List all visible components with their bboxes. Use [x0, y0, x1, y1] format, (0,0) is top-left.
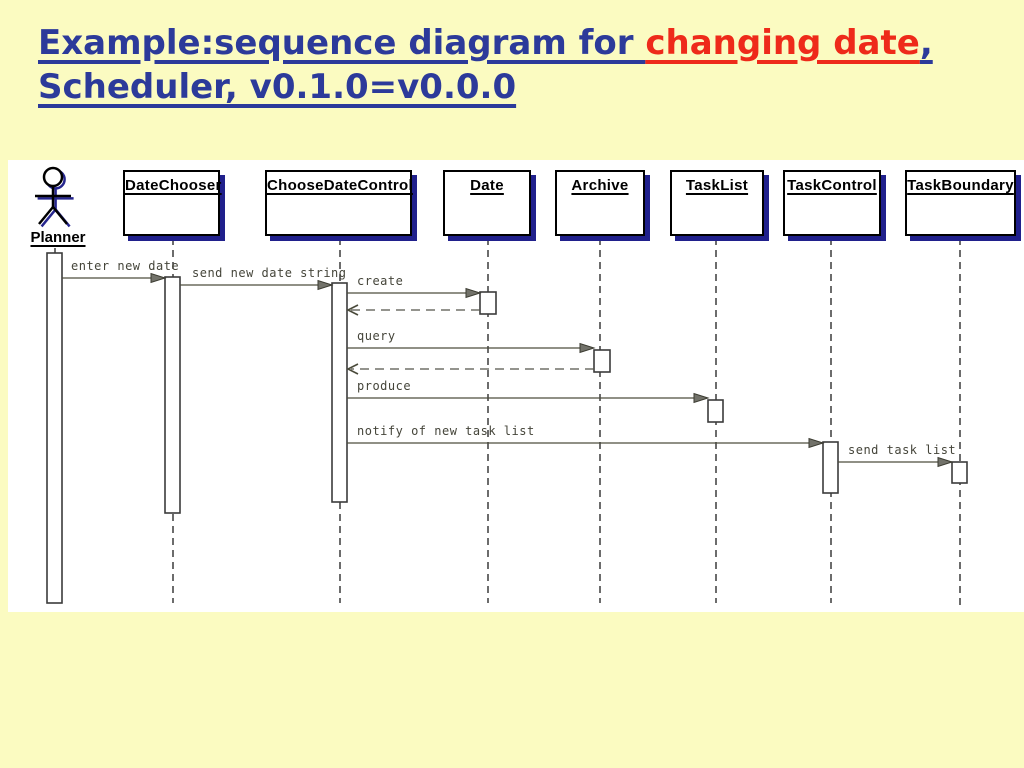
message-arrow-produce: [347, 392, 710, 404]
open-arrowhead-icon: [346, 363, 359, 375]
open-arrowhead-icon: [346, 304, 359, 316]
arrowhead-icon: [579, 342, 596, 354]
object-label: DateChooser: [125, 177, 222, 194]
message-label-produce: produce: [357, 379, 412, 393]
title-segment-blue-1: Example:sequence diagram for: [38, 23, 646, 63]
activation-choosedatecontrol: [331, 282, 348, 503]
message-arrows: [62, 272, 954, 468]
actor-label-planner: Planner: [30, 229, 86, 246]
message-label-create: create: [357, 274, 404, 288]
slide-title: Example:sequence diagram for changing da…: [38, 22, 1016, 109]
arrowhead-icon: [808, 437, 825, 449]
activation-taskboundary: [951, 461, 968, 484]
message-label-notify-of-new-task-list: notify of new task list: [357, 424, 535, 438]
message-arrow-send-new-date-string: [180, 279, 334, 291]
sequence-diagram-panel: DateChooser ChooseDateControl Date Archi…: [8, 160, 1024, 612]
activation-planner: [46, 252, 63, 604]
sequence-diagram-canvas: [35, 166, 968, 605]
object-label: TaskList: [685, 177, 749, 194]
object-label: Date: [470, 177, 504, 194]
object-label: TaskControl: [787, 177, 877, 194]
stick-figure-icon: [35, 166, 74, 228]
object-label: Archive: [571, 177, 629, 194]
object-box-tasklist: TaskList: [670, 170, 764, 236]
arrowhead-icon: [465, 287, 482, 299]
message-arrow-create: [347, 287, 482, 299]
message-label-send-task-list: send task list: [848, 443, 957, 457]
message-arrow-notify-of-new-task-list: [347, 437, 825, 449]
message-label-enter-new-date: enter new date: [71, 259, 180, 273]
object-box-taskcontrol: TaskControl: [783, 170, 881, 236]
title-segment-red: changing date: [645, 23, 920, 63]
object-box-date: Date: [443, 170, 531, 236]
object-box-archive: Archive: [555, 170, 645, 236]
activation-date: [479, 291, 497, 315]
arrowhead-icon: [150, 272, 167, 284]
object-box-choosedatecontrol: ChooseDateControl: [265, 170, 413, 236]
lifelines: [54, 238, 961, 605]
activation-datechooser: [164, 276, 181, 514]
message-label-send-new-date-string: send new date string: [192, 266, 347, 280]
object-label: ChooseDateControl: [267, 177, 413, 194]
activation-tasklist: [707, 399, 724, 423]
message-arrow-send-task-list: [838, 456, 954, 468]
message-return-from-archive: [346, 363, 594, 375]
message-label-query: query: [357, 329, 396, 343]
arrowhead-icon: [317, 279, 334, 291]
title-segment-blue-2: ,: [919, 23, 933, 63]
title-segment-blue-3: Scheduler, v0.1.0=v0.0.0: [38, 66, 517, 107]
object-box-datechooser: DateChooser: [123, 170, 222, 236]
activation-archive: [593, 349, 611, 373]
activation-bars: [46, 252, 968, 604]
arrowhead-icon: [937, 456, 954, 468]
message-return-from-date: [346, 304, 480, 316]
object-box-taskboundary: TaskBoundary: [905, 170, 1016, 236]
object-label: TaskBoundary: [907, 177, 1014, 194]
message-arrow-query: [347, 342, 596, 354]
activation-taskcontrol: [822, 441, 839, 494]
message-arrow-enter-new-date: [62, 272, 167, 284]
arrowhead-icon: [693, 392, 710, 404]
